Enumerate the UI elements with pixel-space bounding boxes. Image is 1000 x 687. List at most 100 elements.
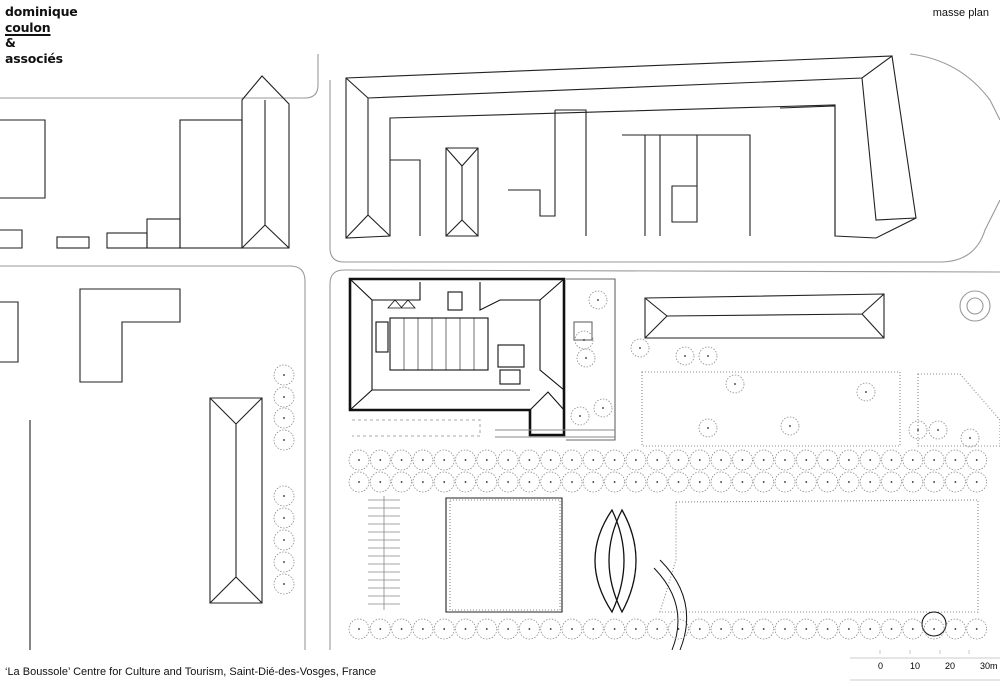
tree-icon (646, 471, 668, 493)
tree-trunk-dot (283, 583, 285, 585)
tree-trunk-dot (507, 628, 509, 630)
street-edge-top-right (329, 80, 1000, 263)
tree-trunk-dot (283, 495, 285, 497)
plaza-outline (445, 497, 563, 613)
tree-trunk-dot (602, 407, 604, 409)
tree-trunk-dot (485, 459, 488, 461)
tree-trunk-dot (890, 459, 893, 461)
round-kiosk (921, 611, 947, 637)
tree-icon (630, 338, 650, 358)
tree-trunk-dot (583, 339, 585, 341)
tree-trunk-dot (613, 481, 616, 483)
tree-icon (753, 618, 775, 640)
tree-icon (859, 618, 881, 640)
tree-trunk-dot (549, 481, 552, 483)
tree-trunk-dot (597, 299, 599, 301)
tree-icon (391, 471, 413, 493)
tree-trunk-dot (571, 459, 573, 461)
tree-icon (675, 346, 695, 366)
tree-icon (540, 471, 562, 493)
tree-icon (391, 449, 413, 471)
tree-trunk-dot (677, 628, 680, 630)
tree-icon (753, 471, 775, 493)
tree-trunk-dot (613, 459, 616, 461)
tree-icon (817, 618, 838, 640)
tree-icon (593, 398, 613, 418)
tree-icon (582, 618, 604, 640)
tree-trunk-dot (656, 481, 659, 483)
tree-icon (369, 449, 391, 471)
firm-name-line-3: & (5, 35, 16, 50)
tree-icon (966, 449, 988, 471)
tree-trunk-dot (784, 459, 786, 461)
tree-icon (795, 618, 817, 640)
tree-trunk-dot (741, 628, 744, 630)
tree-icon (945, 449, 966, 471)
tree-trunk-dot (422, 481, 424, 483)
tree-icon (689, 449, 711, 471)
tree-trunk-dot (485, 481, 488, 483)
tree-trunk-dot (635, 459, 637, 461)
firm-name-line-1: dominique (5, 4, 78, 19)
tree-trunk-dot (283, 439, 285, 441)
tree-icon (928, 420, 948, 440)
tree-trunk-dot (379, 459, 382, 461)
block-lower-left (0, 288, 263, 650)
block-top-right (345, 55, 917, 239)
tree-icon (838, 449, 860, 471)
tree-icon (625, 618, 647, 640)
tree-icon (625, 449, 647, 471)
tree-trunk-dot (848, 628, 850, 630)
tree-trunk-dot (954, 459, 957, 461)
tree-icon (795, 471, 817, 493)
tree-icon (348, 471, 370, 493)
tree-trunk-dot (283, 539, 285, 541)
tree-icon (273, 407, 295, 429)
tree-icon (732, 449, 753, 471)
tree-trunk-dot (698, 481, 701, 483)
tree-icon (582, 471, 604, 493)
tree-icon (780, 416, 800, 436)
tree-trunk-dot (379, 628, 382, 630)
tree-trunk-dot (684, 355, 686, 357)
tree-icon (902, 449, 924, 471)
tree-icon (273, 364, 295, 386)
plan-type-label: masse plan (932, 7, 989, 19)
tree-trunk-dot (720, 628, 722, 630)
scale-label-10: 10 (910, 661, 920, 671)
tree-icon (561, 471, 583, 493)
tree-trunk-dot (677, 459, 680, 461)
tree-icon (519, 618, 540, 640)
tree-trunk-dot (571, 481, 573, 483)
tree-trunk-dot (283, 417, 285, 419)
tree-trunk-dot (975, 628, 978, 630)
tree-trunk-dot (762, 628, 765, 630)
park-areas (449, 371, 1000, 613)
tree-trunk-dot (358, 481, 360, 483)
tree-trunk-dot (585, 357, 587, 359)
tree-trunk-dot (464, 459, 467, 461)
tree-trunk-dot (635, 628, 637, 630)
tree-icon (960, 428, 980, 448)
tree-trunk-dot (549, 459, 552, 461)
tree-trunk-dot (507, 481, 509, 483)
tree-trunk-dot (422, 628, 424, 630)
tree-trunk-dot (805, 628, 808, 630)
garden-strip (352, 278, 616, 441)
tree-icon (455, 449, 476, 471)
tree-trunk-dot (826, 459, 829, 461)
tree-icon (561, 618, 583, 640)
tree-icon (348, 618, 370, 640)
tree-icon (646, 618, 668, 640)
tree-trunk-dot (869, 628, 872, 630)
tree-icon (856, 382, 876, 402)
tree-trunk-dot (283, 561, 285, 563)
tree-trunk-dot (917, 429, 919, 431)
tree-icon (412, 471, 434, 493)
tree-trunk-dot (762, 459, 765, 461)
tree-icon (774, 471, 796, 493)
tree-icon (668, 618, 689, 640)
tree-icon (838, 471, 860, 493)
tree-icon (710, 449, 732, 471)
dome-structure (594, 508, 688, 650)
